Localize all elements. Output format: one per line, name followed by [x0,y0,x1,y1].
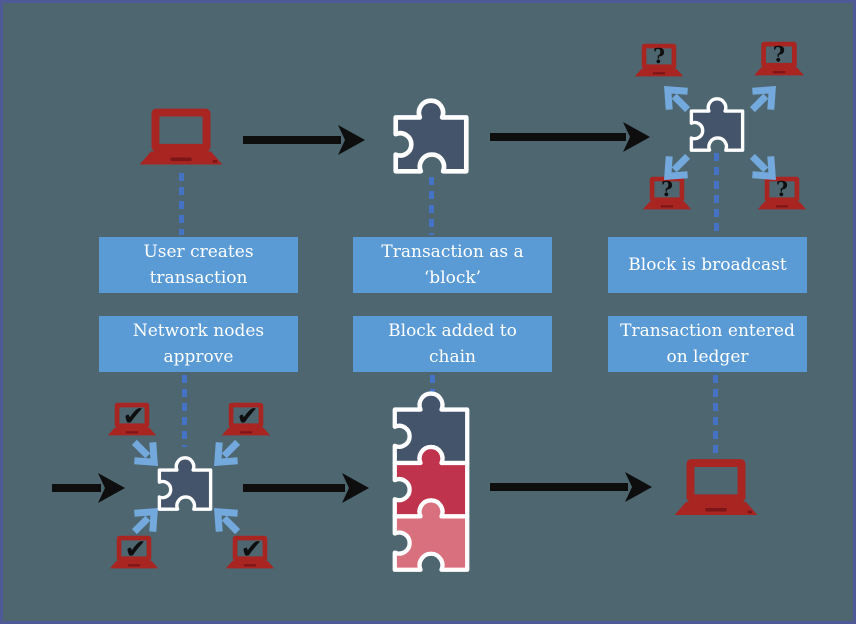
question-mark-glyph: ? [776,177,788,201]
dotted-connector [713,375,718,455]
step-label-line: Network nodes [132,321,265,341]
step-label-block-added: Block added to chain [353,316,552,372]
arrow-right-icon [243,473,369,503]
broadcast-arrow-icon [664,153,691,180]
dotted-connector [430,375,435,399]
laptop-check-icon: ✔ [109,534,159,569]
step-label-line: on ledger [666,347,749,367]
question-mark-glyph: ? [773,42,785,67]
checkmark-glyph: ✔ [122,401,144,432]
approve-arrow-icon [131,439,158,466]
step-label-line: approve [163,347,234,367]
arrow-right-icon [243,125,365,155]
step-label-line: Block is broadcast [628,255,787,275]
step-label-network-approve: Network nodes approve [99,316,298,372]
arrow-right-icon [52,473,125,503]
laptop-check-icon: ✔ [221,401,271,436]
step-label-line: Transaction as a [381,242,524,262]
laptop-icon [139,108,223,165]
broadcast-arrow-icon [664,86,691,113]
checkmark-glyph: ✔ [124,534,146,565]
approve-arrow-icon [214,439,241,466]
checkmark-glyph: ✔ [240,534,262,565]
dotted-connector [182,375,187,447]
step-label-line: ‘block’ [423,268,482,288]
step-label-line: User creates [143,242,254,262]
dotted-connector [714,153,719,235]
laptop-question-icon: ? [754,42,804,76]
step-label-ledger: Transaction entered on ledger [608,316,807,372]
laptop-check-icon: ✔ [107,401,157,436]
checkmark-glyph: ✔ [236,401,258,432]
step-label-block-broadcast: Block is broadcast [608,237,807,293]
step-label-line: transaction [149,268,248,288]
approve-arrow-icon [214,508,241,535]
broadcast-arrow-icon [749,153,776,180]
step-label-line: Transaction entered [620,321,795,341]
laptop-icon [674,459,758,516]
dotted-connector [179,173,184,235]
dotted-connector [429,177,434,235]
arrow-right-icon [490,472,652,502]
puzzle-chain-icon [392,391,470,572]
puzzle-piece-icon [689,97,745,152]
step-label-line: Block added to [388,321,517,341]
laptop-question-icon: ? [634,43,684,77]
broadcast-arrow-icon [749,86,776,113]
question-mark-glyph: ? [661,177,673,201]
approve-arrow-icon [131,508,158,535]
step-label-transaction-block: Transaction as a ‘block’ [353,237,552,293]
arrow-right-icon [490,122,650,152]
puzzle-piece-icon [393,98,469,174]
puzzle-piece-icon [157,456,213,511]
laptop-question-icon: ? [757,176,807,210]
question-mark-glyph: ? [653,44,665,68]
laptop-check-icon: ✔ [225,534,275,569]
step-label-user-creates: User creates transaction [99,237,298,293]
step-label-line: chain [429,347,476,367]
